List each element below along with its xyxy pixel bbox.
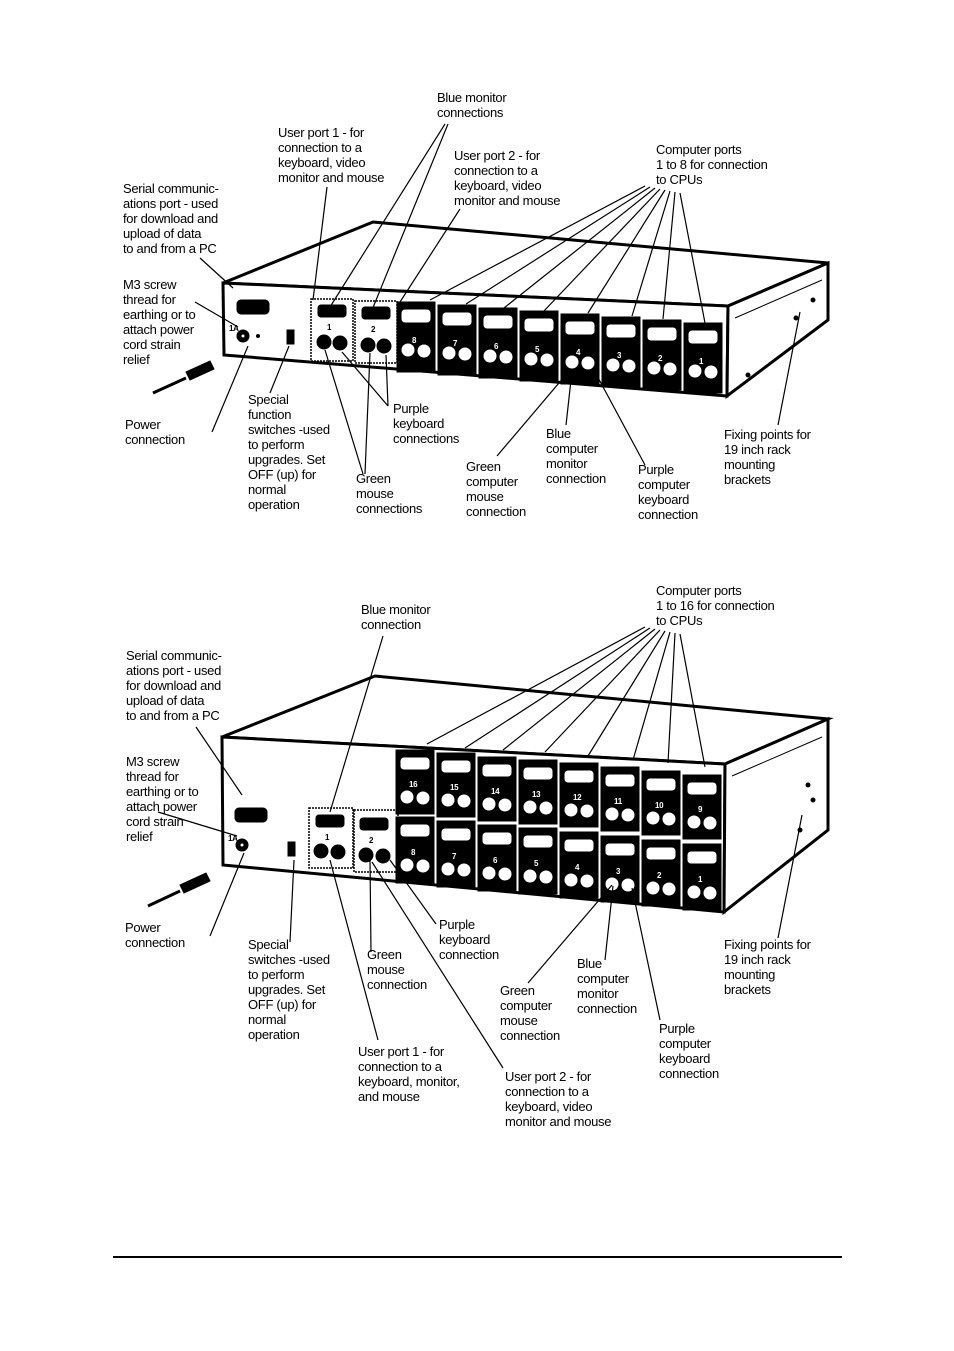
port-number-14-d2: 14 bbox=[491, 787, 500, 796]
port-number-6-d2: 6 bbox=[493, 856, 498, 865]
label-user-port-1-d2: User port 1 - for connection to a keyboa… bbox=[358, 1044, 460, 1104]
port-number-3-d2: 3 bbox=[616, 867, 621, 876]
computer-port-details-d2 bbox=[400, 757, 717, 900]
label-green-mouse-d1: Green mouse connections bbox=[356, 471, 423, 516]
port-number-2-d1: 2 bbox=[658, 354, 663, 363]
label-purple-keyboard-d2: Purple keyboard connection bbox=[439, 917, 499, 962]
port-number-13-d2: 13 bbox=[532, 790, 541, 799]
label-purple-computer-keyboard-d1: Purple computer keyboard connection bbox=[638, 462, 698, 522]
port-number-4-d2: 4 bbox=[575, 863, 580, 872]
port-number-12-d2: 12 bbox=[573, 793, 582, 802]
label-blue-monitor-connection-d2: Blue monitor connection bbox=[361, 602, 431, 632]
port-number-3-d1: 3 bbox=[617, 351, 622, 360]
label-purple-keyboard-d1: Purple keyboard connections bbox=[393, 401, 460, 446]
label-m3-screw-d1: M3 screw thread for earthing or to attac… bbox=[123, 277, 196, 367]
user-port-number-1-d1: 1 bbox=[327, 323, 332, 332]
chassis-side-panel bbox=[725, 260, 830, 400]
label-user-port-2-d2: User port 2 - for connection to a keyboa… bbox=[505, 1069, 612, 1129]
power-cable-d2 bbox=[147, 872, 211, 908]
port-number-1-d2: 1 bbox=[698, 875, 703, 884]
label-serial-port-d1: Serial communic- ations port - used for … bbox=[123, 181, 219, 256]
port-number-6-d1: 6 bbox=[494, 342, 499, 351]
chassis-side-panel-d2 bbox=[722, 716, 830, 916]
power-cable-d1 bbox=[152, 360, 215, 395]
port-number-9-d2: 9 bbox=[698, 805, 703, 814]
label-green-computer-mouse-d1: Green computer mouse connection bbox=[466, 459, 526, 519]
label-blue-computer-monitor-d1: Blue computer monitor connection bbox=[546, 426, 606, 486]
port-number-8-d1: 8 bbox=[412, 336, 417, 345]
label-m3-screw-d2: M3 screw thread for earthing or to attac… bbox=[126, 754, 199, 844]
port-number-5-d1: 5 bbox=[535, 345, 540, 354]
port-number-7-d2: 7 bbox=[452, 852, 457, 861]
leader-lines-d1 bbox=[194, 123, 801, 475]
leader-lines-d2 bbox=[157, 626, 803, 1069]
port-number-5-d2: 5 bbox=[534, 859, 539, 868]
label-serial-port-d2: Serial communic- ations port - used for … bbox=[126, 648, 222, 723]
user-port-number-2-d1: 2 bbox=[371, 325, 376, 334]
label-blue-computer-monitor-d2: Blue computer monitor connection bbox=[577, 956, 637, 1016]
fuse-label-d1: 1A bbox=[229, 324, 239, 333]
user-port-number-2-d2: 2 bbox=[369, 836, 374, 845]
port-number-8-d2: 8 bbox=[411, 848, 416, 857]
fuse-label-d2: 1A bbox=[228, 834, 238, 843]
label-user-port-1-d1: User port 1 - for connection to a keyboa… bbox=[278, 125, 385, 185]
port-number-10-d2: 10 bbox=[655, 801, 664, 810]
label-power-connection-d2: Power connection bbox=[125, 920, 185, 950]
port-number-16-d2: 16 bbox=[409, 780, 418, 789]
label-special-switches-d1: Special function switches -used to perfo… bbox=[248, 392, 330, 512]
label-blue-monitor-connections-d1: Blue monitor connections bbox=[437, 90, 507, 120]
label-green-mouse-d2: Green mouse connection bbox=[367, 947, 427, 992]
user-port-number-1-d2: 1 bbox=[325, 833, 330, 842]
label-fixing-points-d2: Fixing points for 19 inch rack mounting … bbox=[724, 937, 811, 997]
serial-port-d1 bbox=[236, 299, 295, 345]
label-purple-computer-keyboard-d2: Purple computer keyboard connection bbox=[659, 1021, 719, 1081]
port-number-15-d2: 15 bbox=[450, 783, 459, 792]
label-user-port-2-d1: User port 2 - for connection to a keyboa… bbox=[454, 148, 561, 208]
label-power-connection-d1: Power connection bbox=[125, 417, 185, 447]
port-number-1-d1: 1 bbox=[699, 357, 704, 366]
port-number-11-d2: 11 bbox=[614, 797, 622, 806]
computer-port-details-d1 bbox=[401, 309, 718, 379]
footer-rule bbox=[113, 1256, 842, 1258]
label-computer-ports-d1: Computer ports 1 to 8 for connection to … bbox=[656, 142, 768, 187]
port-number-4-d1: 4 bbox=[576, 348, 581, 357]
label-computer-ports-d2: Computer ports 1 to 16 for connection to… bbox=[656, 583, 775, 628]
label-fixing-points-d1: Fixing points for 19 inch rack mounting … bbox=[724, 427, 811, 487]
label-special-switches-d2: Special switches -used to perform upgrad… bbox=[248, 937, 330, 1042]
user-ports-d2 bbox=[308, 807, 399, 873]
label-green-computer-mouse-d2: Green computer mouse connection bbox=[500, 983, 560, 1043]
port-number-2-d2: 2 bbox=[657, 871, 662, 880]
port-number-7-d1: 7 bbox=[453, 339, 458, 348]
serial-port-d2 bbox=[234, 807, 296, 857]
